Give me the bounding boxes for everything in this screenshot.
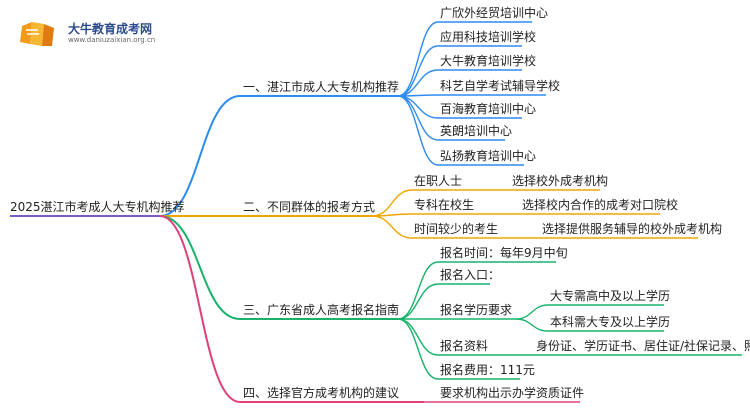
- b1-link-3: [397, 69, 522, 97]
- branch4-label: 四、选择官方成考机构的建议: [243, 386, 400, 400]
- b3-link-fee: [397, 318, 520, 380]
- b1-link-7: [397, 95, 524, 166]
- branch1-item-2: 应用科技培训学校: [440, 30, 537, 44]
- b1-link-4: [397, 94, 546, 97]
- branch1-item-3: 大牛教育培训学校: [440, 54, 537, 68]
- b1-link-1: [397, 21, 532, 97]
- branch3-edu-item-1: 大专需高中及以上学历: [550, 289, 671, 303]
- branch3-entry: 报名入口：: [440, 268, 501, 282]
- branch3-time: 报名时间：每年9月中旬: [440, 246, 568, 260]
- b2-link-2: [371, 213, 488, 217]
- branch2-way-2: 选择校内合作的成考对口院校: [522, 198, 679, 212]
- branch1-label: 一、湛江市成人大专机构推荐: [243, 80, 400, 94]
- b3-link-edu-1: [515, 304, 664, 320]
- branch4-advice: 要求机构出示办学资质证件: [440, 386, 585, 400]
- branch1-item-5: 百海教育培训中心: [440, 102, 537, 116]
- branch1-curve: [159, 95, 241, 217]
- root-node: 2025湛江市考成人大专机构推荐: [10, 200, 185, 214]
- logo: 大牛教育成考网 www.daniuzaixian.org.cn: [18, 18, 218, 48]
- branch2-label: 二、不同群体的报考方式: [243, 200, 376, 214]
- branch3-fee: 报名费用：111元: [440, 363, 535, 377]
- b3-link-edu-2: [515, 318, 664, 332]
- b1-link-2: [397, 45, 522, 97]
- branch1-item-6: 英朗培训中心: [440, 124, 513, 138]
- branch3-edu-req: 报名学历要求: [440, 303, 513, 317]
- branch3-materials-detail: 身份证、学历证书、居住证/社保记录、照片等: [536, 339, 750, 353]
- b3-link-entry: [397, 283, 490, 320]
- branch2-children-links: [371, 189, 698, 239]
- logo-emblem-icon: [20, 22, 54, 46]
- branch2-group-3: 时间较少的考生: [414, 222, 499, 236]
- branch3-curve: [159, 215, 241, 320]
- branch1-item-7: 弘扬教育培训中心: [440, 149, 537, 163]
- logo-url: www.daniuzaixian.org.cn: [68, 36, 156, 44]
- branch2-way-3: 选择提供服务辅导的校外成考机构: [542, 222, 723, 236]
- branch2-group-2: 专科在校生: [414, 198, 475, 212]
- branch3-materials: 报名资料: [440, 339, 489, 353]
- branch2-way-1: 选择校外成考机构: [512, 174, 609, 188]
- branch1-children-links: [397, 21, 546, 166]
- b3-link-time: [397, 261, 556, 320]
- branch1-item-1: 广欣外经贸培训中心: [440, 6, 549, 20]
- b2-link-3: [371, 215, 508, 239]
- branch3-children-links: [397, 261, 742, 380]
- branch3-edu-item-2: 本科需大专及以上学历: [550, 315, 671, 329]
- b2-link-1: [371, 189, 478, 217]
- b3-link-materials: [397, 318, 516, 356]
- logo-name: 大牛教育成考网: [68, 22, 153, 36]
- branch4-curve: [159, 215, 241, 403]
- branch2-group-1: 在职人士: [414, 174, 463, 188]
- branch3-label: 三、广东省成人高考报名指南: [243, 303, 400, 317]
- branch1-item-4: 科艺自学考试辅导学校: [440, 79, 561, 93]
